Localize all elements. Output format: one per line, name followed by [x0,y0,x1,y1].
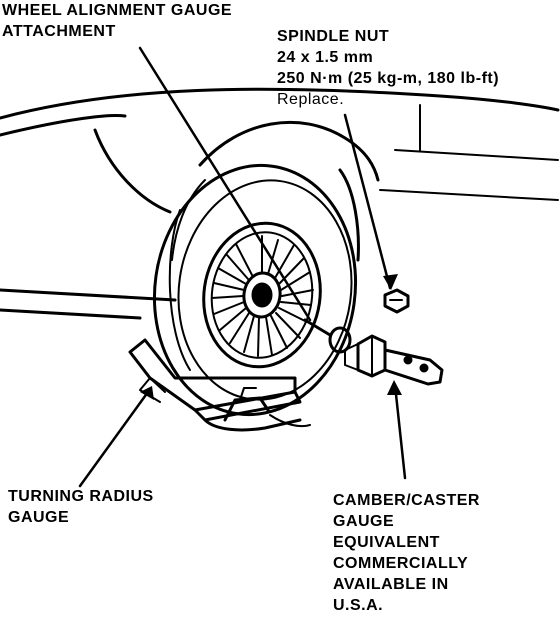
wheel-alignment-gauge-label: WHEEL ALIGNMENT GAUGE ATTACHMENT [2,2,233,40]
arrowhead-camber-caster [387,380,402,395]
turning-radius-gauge-label: TURNING RADIUS GAUGE [8,488,154,526]
turning-radius-gauge [128,338,311,432]
camber-caster-gauge [344,334,444,386]
leader-camber-caster [393,383,407,480]
leader-turning-radius [78,390,150,488]
gauge-attachment [303,318,352,354]
leader-spindle-nut [343,113,392,290]
arrowhead-spindle-nut [383,274,398,290]
car-fender [0,87,560,320]
leader-wheel-alignment [138,46,312,322]
camber-caster-gauge-label: CAMBER/CASTER GAUGE EQUIVALENT COMMERCIA… [333,492,480,614]
wheel-rim [202,221,322,369]
spindle-nut [383,288,410,314]
arrowhead-turning-radius [140,386,154,400]
spindle-nut-label: SPINDLE NUT 24 x 1.5 mm 250 N·m (25 kg-m… [277,28,500,108]
leader-lines [78,46,407,488]
